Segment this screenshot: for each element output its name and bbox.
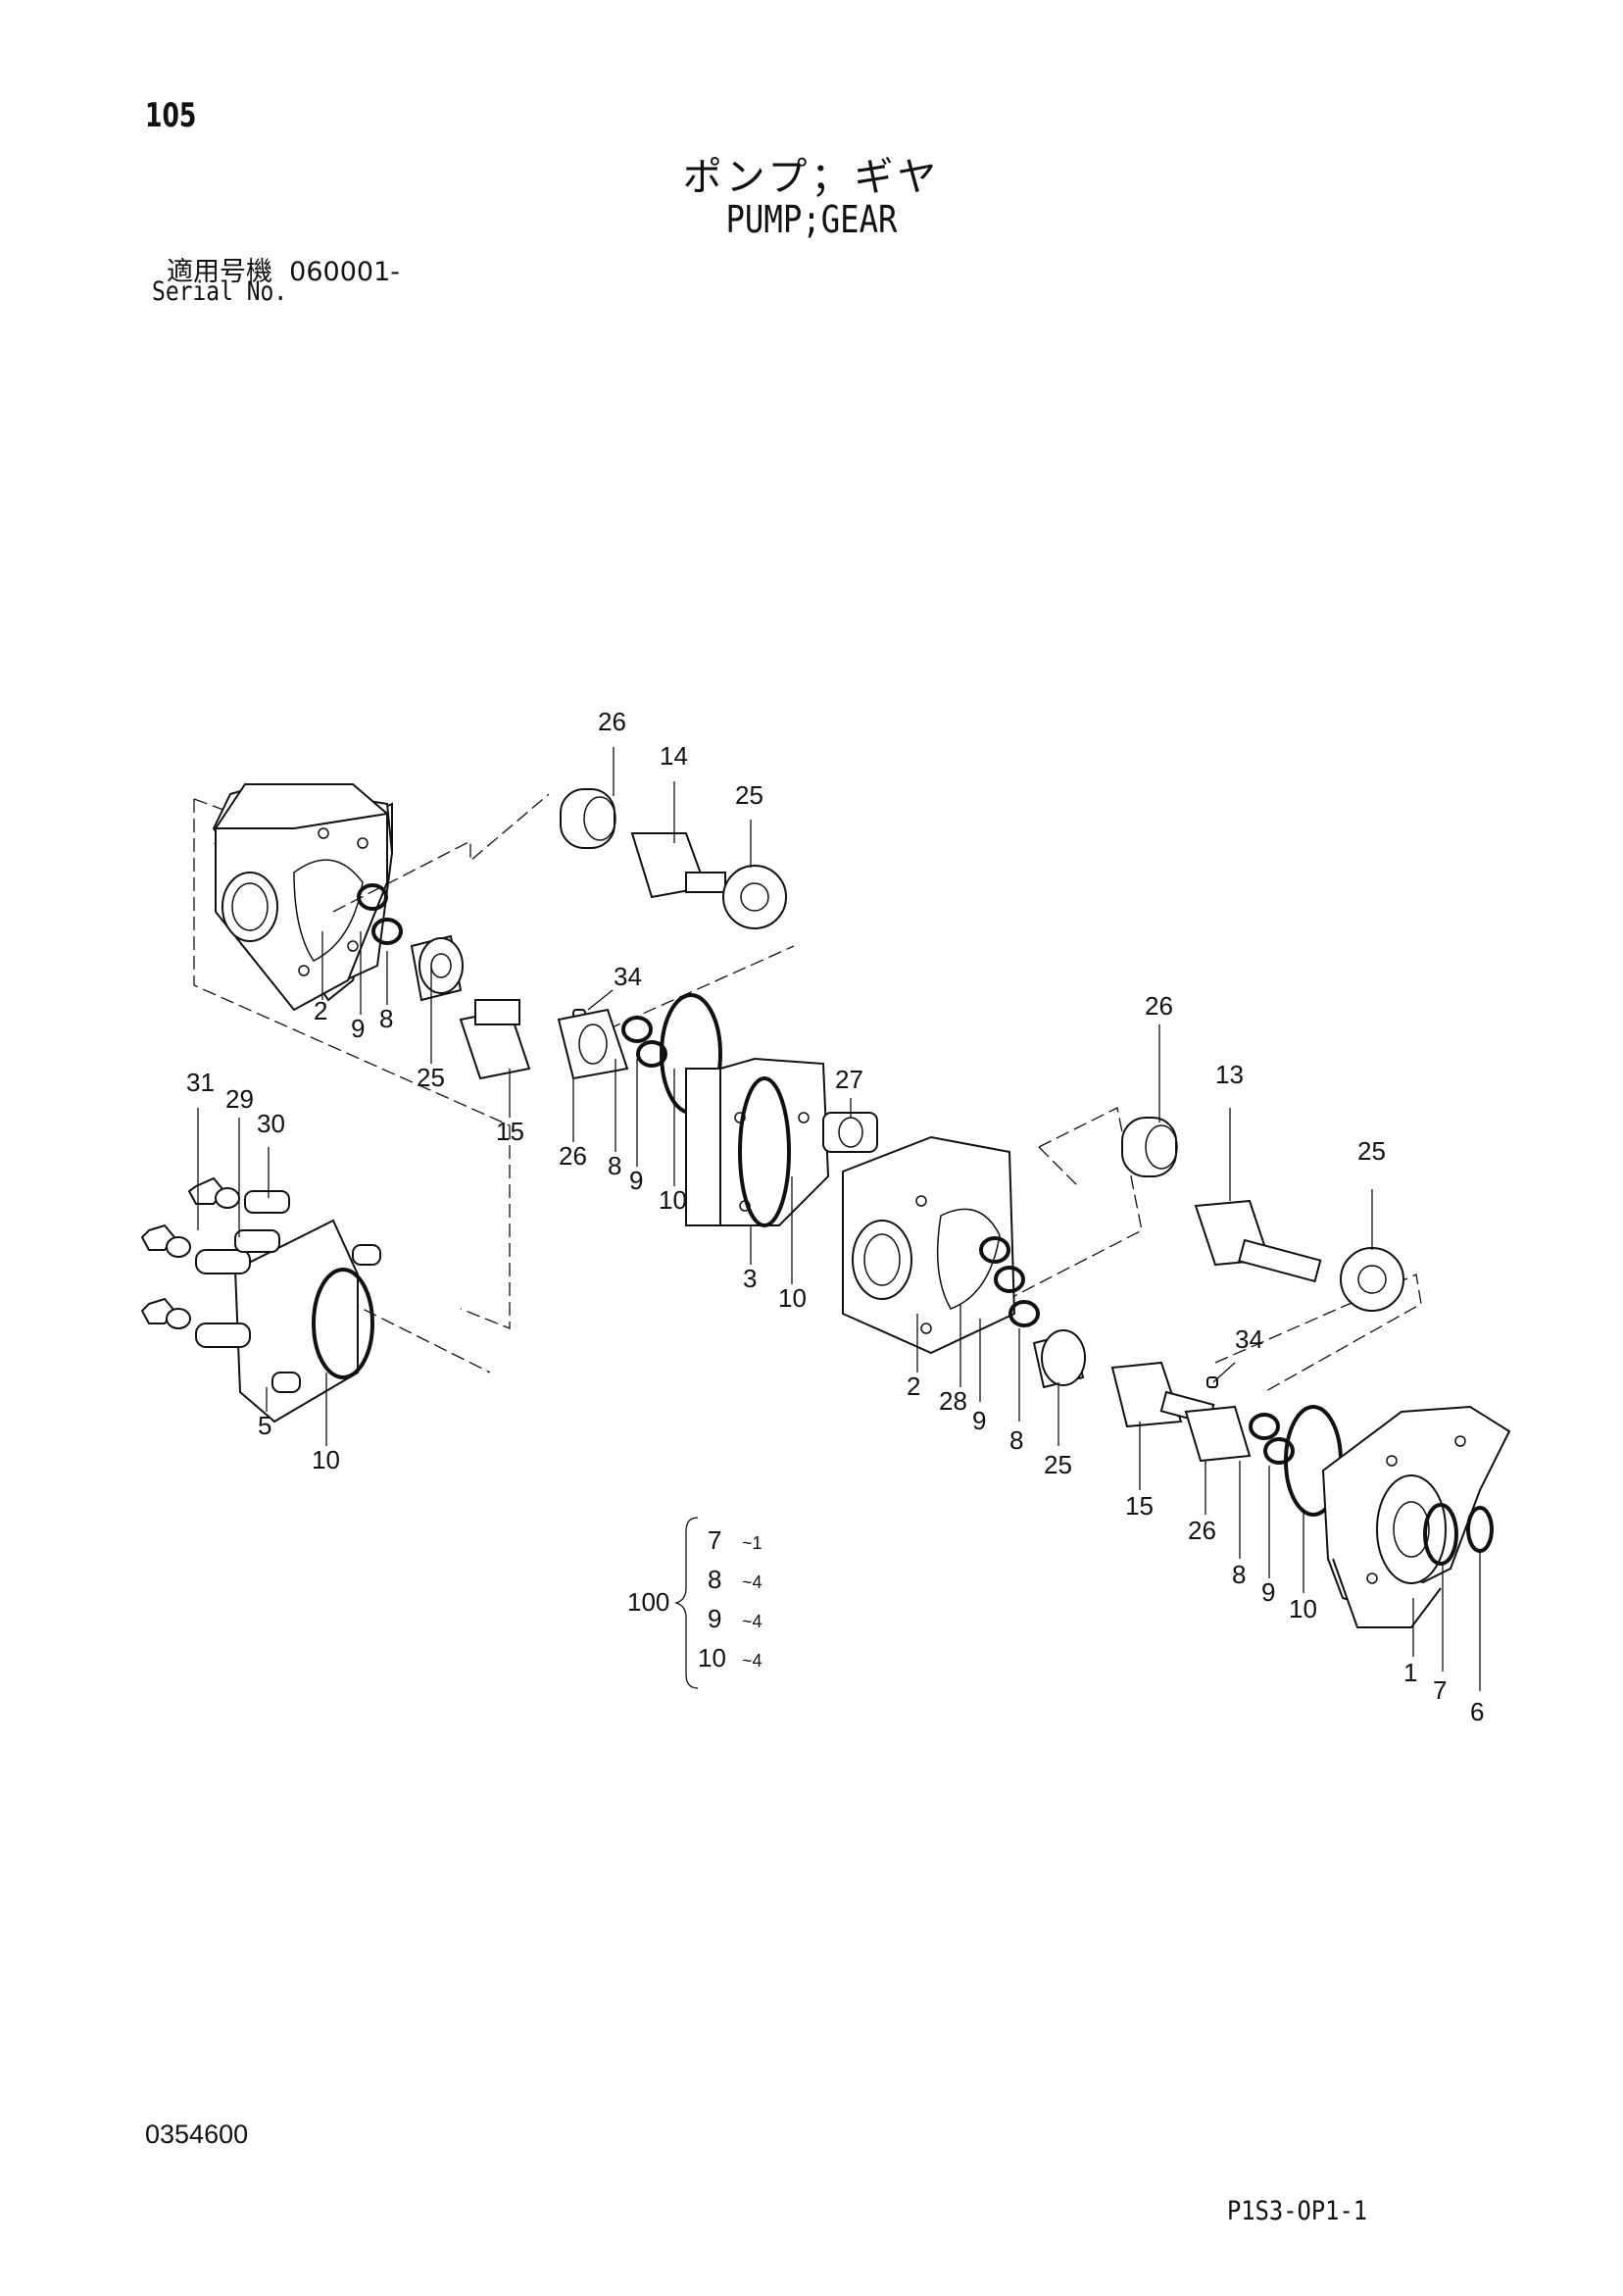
kit-item-part-1: 8 xyxy=(708,1565,721,1594)
housing-middle xyxy=(685,1057,878,1227)
callout-15: 10 xyxy=(778,1283,807,1313)
callout-31: 26 xyxy=(1188,1516,1216,1545)
leader-lines xyxy=(197,747,1481,1691)
kit-item-qty-1: ~4 xyxy=(742,1572,762,1592)
callout-6: 8 xyxy=(379,1004,393,1033)
callout-19: 5 xyxy=(258,1411,271,1440)
page-number: 105 xyxy=(145,96,197,135)
serial-label-jp-text: 適用号機 xyxy=(167,257,272,287)
page-title-en: PUMP;GEAR xyxy=(725,198,898,241)
guide-lines xyxy=(193,793,1422,1393)
kit-group: 100 7 ~1 8 ~4 9 ~4 10 ~4 xyxy=(627,1517,762,1689)
callout-28: 8 xyxy=(1009,1425,1023,1455)
upper-gear-assembly xyxy=(357,788,787,1115)
callout-12: 10 xyxy=(659,1185,687,1215)
kit-item-qty-0: ~1 xyxy=(742,1533,762,1553)
callout-24: 34 xyxy=(1235,1324,1263,1354)
callout-labels: 26 14 25 34 2 9 8 25 15 26 8 9 10 27 3 1… xyxy=(186,707,1484,1726)
serial-label-en: Serial No. xyxy=(152,276,288,307)
callout-5: 9 xyxy=(351,1014,365,1043)
callout-36: 7 xyxy=(1433,1675,1447,1705)
callout-25: 2 xyxy=(907,1372,920,1401)
callout-32: 8 xyxy=(1232,1560,1246,1589)
callout-8: 15 xyxy=(496,1117,524,1146)
callout-33: 9 xyxy=(1261,1577,1275,1607)
callout-11: 9 xyxy=(629,1166,643,1195)
callout-0: 26 xyxy=(598,707,626,736)
callout-2: 25 xyxy=(735,780,763,810)
callout-26: 28 xyxy=(939,1386,967,1416)
page-title-jp: ポンプ；ギヤ xyxy=(682,155,941,200)
callout-4: 2 xyxy=(314,996,327,1025)
kit-item-qty-3: ~4 xyxy=(742,1651,762,1671)
callout-37: 6 xyxy=(1470,1697,1484,1726)
housing-upper-left xyxy=(212,782,394,1012)
callout-29: 25 xyxy=(1044,1450,1072,1479)
callout-30: 15 xyxy=(1125,1491,1154,1521)
callout-18: 30 xyxy=(257,1109,285,1138)
callout-16: 31 xyxy=(186,1068,215,1097)
serial-label-jp: 適用号機 060001- xyxy=(167,250,400,288)
callout-7: 25 xyxy=(417,1063,445,1092)
callout-14: 3 xyxy=(743,1264,757,1293)
kit-item-part-0: 7 xyxy=(708,1525,721,1555)
callout-20: 10 xyxy=(312,1445,340,1474)
housing-lower-right xyxy=(842,1135,1040,1355)
callout-10: 8 xyxy=(608,1151,621,1180)
kit-item-qty-2: ~4 xyxy=(742,1612,762,1631)
callout-23: 25 xyxy=(1357,1136,1386,1166)
end-cover-left xyxy=(140,1176,381,1423)
kit-item-part-3: 10 xyxy=(698,1643,726,1672)
page-code: P1S3-OP1-1 xyxy=(1227,2196,1368,2226)
callout-1: 14 xyxy=(660,741,688,771)
mounting-flange xyxy=(1321,1405,1511,1628)
callout-3: 34 xyxy=(614,962,642,991)
callout-35: 1 xyxy=(1403,1658,1417,1687)
callout-17: 29 xyxy=(225,1084,254,1114)
callout-34: 10 xyxy=(1289,1594,1317,1623)
serial-value: 060001- xyxy=(289,257,400,287)
callout-21: 26 xyxy=(1145,991,1173,1021)
callout-27: 9 xyxy=(972,1406,986,1435)
callout-22: 13 xyxy=(1215,1060,1244,1089)
kit-number: 100 xyxy=(627,1587,669,1617)
callout-9: 26 xyxy=(559,1141,587,1171)
document-code: 0354600 xyxy=(145,2120,249,2149)
callout-13: 27 xyxy=(835,1065,863,1094)
kit-item-part-2: 9 xyxy=(708,1604,721,1633)
